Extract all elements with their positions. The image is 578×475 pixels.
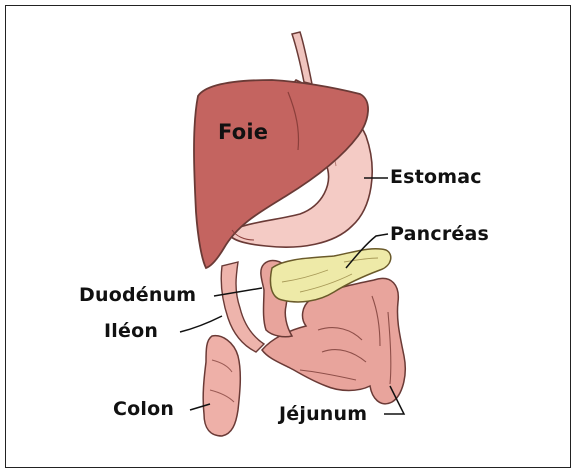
label-colon: Colon bbox=[113, 398, 174, 420]
label-pancreas: Pancréas bbox=[390, 223, 489, 245]
esophagus bbox=[292, 32, 312, 84]
label-estomac: Estomac bbox=[390, 166, 482, 188]
label-duodenum: Duodénum bbox=[79, 284, 196, 306]
colon-shape bbox=[203, 336, 240, 436]
label-jejunum: Jéjunum bbox=[279, 403, 367, 425]
label-ileon: Iléon bbox=[104, 320, 158, 342]
ileon-leader bbox=[180, 316, 222, 332]
label-foie: Foie bbox=[218, 120, 268, 144]
ileum-shape bbox=[221, 262, 264, 352]
